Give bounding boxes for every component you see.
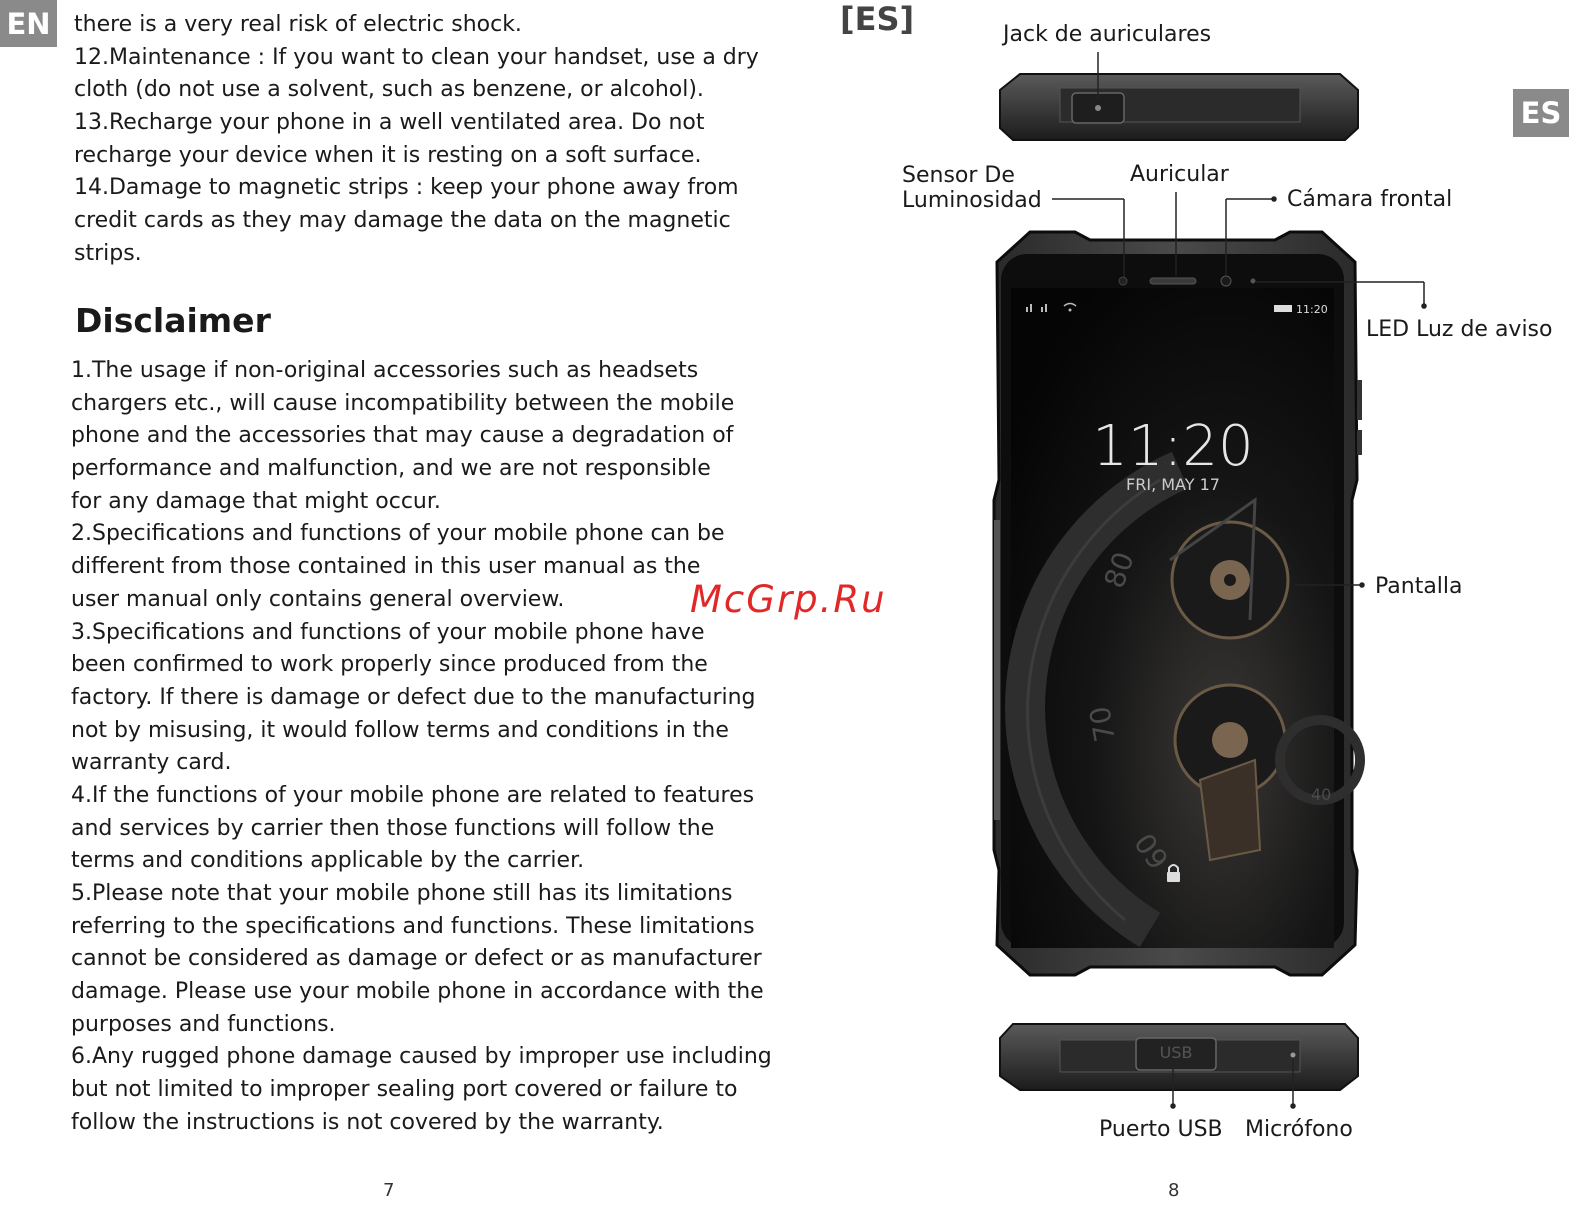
front-camera-lens (1220, 275, 1232, 287)
page-number-left: 7 (383, 1180, 395, 1201)
text-line: but not limited to improper sealing port… (71, 1077, 738, 1103)
usb-port-text: USB (1160, 1043, 1193, 1062)
text-line: chargers etc., will cause incompatibilit… (71, 390, 735, 416)
light-sensor (1118, 276, 1128, 286)
text-line: recharge your device when it is resting … (74, 142, 702, 168)
text-line: there is a very real risk of electric sh… (74, 12, 522, 37)
text-line: different from those contained in this u… (71, 554, 701, 580)
text-line: strips. (74, 240, 142, 266)
dial-number: 70 (1083, 704, 1122, 745)
text-line: user manual only contains general overvi… (71, 586, 565, 612)
text-line: warranty card. (71, 750, 232, 776)
label-front-camera: Cámara frontal (1287, 187, 1453, 212)
phone-bottom-edge (999, 1023, 1359, 1091)
safety-text-block: there is a very real risk of electric sh… (74, 9, 759, 271)
signal-icon (1026, 307, 1028, 312)
watermark: McGrp.Ru (690, 578, 887, 621)
text-line: 1.The usage if non-original accessories … (71, 358, 699, 383)
usb-port-cover (1135, 1037, 1217, 1071)
disclaimer-heading: Disclaimer (75, 301, 271, 340)
label-light-sensor-line2: Luminosidad (902, 188, 1042, 213)
text-line: 5.Please note that your mobile phone sti… (71, 881, 733, 906)
label-light-sensor-line1: Sensor De (902, 163, 1015, 188)
status-bar: 11:20 (1026, 302, 1328, 316)
callout-lines (1052, 52, 1427, 1109)
text-line: purposes and functions. (71, 1011, 336, 1037)
text-line: 12.Maintenance : If you want to clean yo… (74, 44, 759, 70)
watch-dial-graphic (1005, 451, 1365, 948)
label-headphone-jack: Jack de auriculares (1003, 22, 1212, 47)
text-line: 13.Recharge your phone in a well ventila… (74, 110, 705, 136)
text-line: 4.If the functions of your mobile phone … (71, 782, 755, 808)
phone-front: 80 70 60 40 11:20 11:20 FRI, MAY 17 (992, 230, 1365, 977)
text-line: cannot be considered as damage or defect… (71, 946, 762, 972)
text-line: been confirmed to work properly since pr… (71, 652, 708, 678)
signal-icon (1041, 307, 1043, 312)
text-line: factory. If there is damage or defect du… (71, 684, 756, 710)
dial-number: 40 (1311, 785, 1331, 804)
label-microphone: Micrófono (1245, 1117, 1353, 1142)
text-line: 6.Any rugged phone damage caused by impr… (71, 1044, 772, 1070)
earpiece-grille (1149, 277, 1197, 285)
led-indicator (1250, 278, 1256, 284)
text-line: not by misusing, it would follow terms a… (71, 717, 729, 743)
language-tab-en: EN (0, 0, 57, 47)
battery-icon (1274, 305, 1292, 312)
label-usb: Puerto USB (1099, 1117, 1223, 1142)
text-line: follow the instructions is not covered b… (71, 1109, 664, 1135)
microphone-hole (1290, 1052, 1296, 1058)
disclaimer-text-block: 1.The usage if non-original accessories … (71, 355, 772, 1140)
lockscreen-date: FRI, MAY 17 (1126, 475, 1220, 494)
lockscreen-clock: 11:20 (1092, 414, 1253, 479)
text-line: and services by carrier then those funct… (71, 815, 715, 841)
text-line: 2.Specifications and functions of your m… (71, 521, 725, 547)
text-line: 14.Damage to magnetic strips : keep your… (74, 175, 739, 201)
text-line: damage. Please use your mobile phone in … (71, 979, 764, 1005)
wifi-icon (1063, 302, 1077, 307)
text-line: for any damage that might occur. (71, 488, 441, 514)
text-line: performance and malfunction, and we are … (71, 456, 711, 482)
text-line: 3.Specifications and functions of your m… (71, 619, 705, 645)
language-tab-es: ES (1513, 89, 1569, 137)
label-earpiece: Auricular (1130, 162, 1229, 187)
text-line: phone and the accessories that may cause… (71, 423, 734, 449)
label-led: LED Luz de aviso (1366, 317, 1553, 342)
text-line: credit cards as they may damage the data… (74, 208, 731, 234)
text-line: terms and conditions applicable by the c… (71, 848, 585, 874)
text-line: referring to the specifications and func… (71, 913, 755, 939)
page-number-right: 8 (1168, 1180, 1180, 1201)
label-screen: Pantalla (1375, 574, 1463, 599)
section-label-es: [ES] (840, 0, 915, 38)
status-time: 11:20 (1296, 303, 1328, 316)
lock-icon (1167, 864, 1180, 882)
phone-top-edge (999, 73, 1359, 141)
text-line: cloth (do not use a solvent, such as ben… (74, 77, 704, 103)
